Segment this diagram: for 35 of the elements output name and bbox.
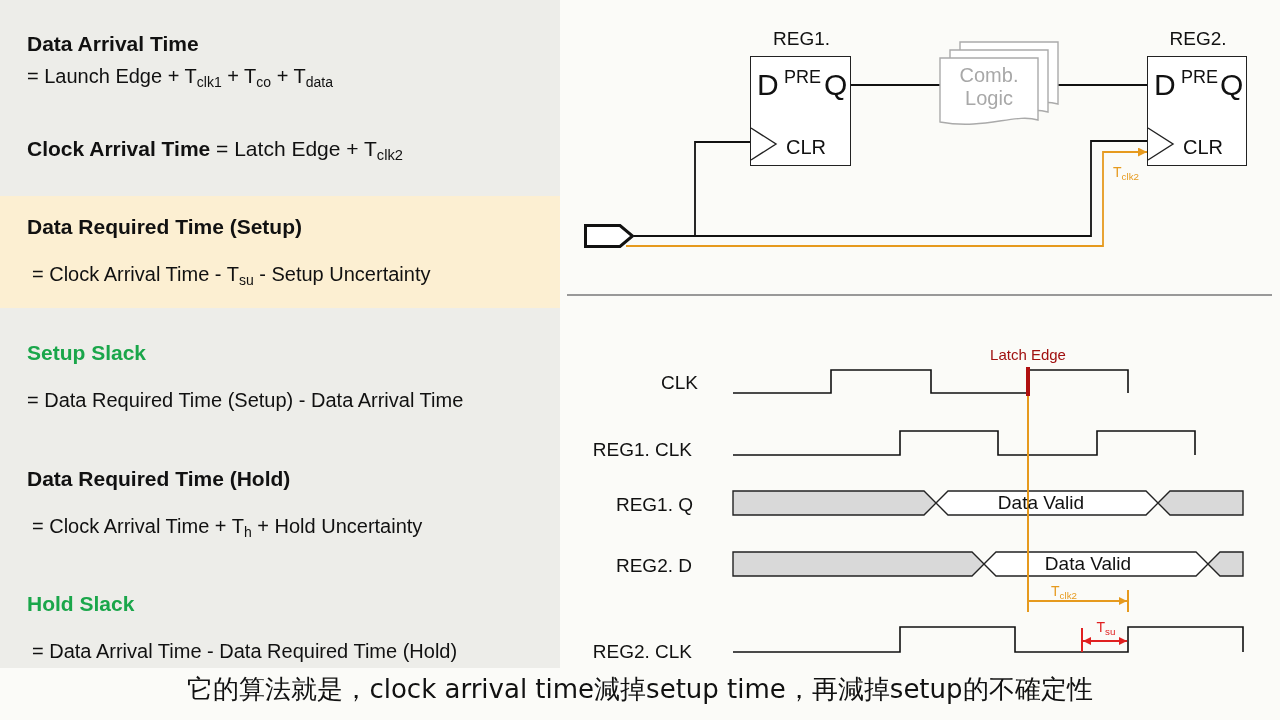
signal-label: CLK: [661, 372, 698, 394]
formula-heading: Data Required Time (Hold): [27, 466, 291, 492]
formula-heading: Data Arrival Time: [27, 31, 199, 57]
pin-label: PRE: [1181, 66, 1218, 88]
pin-label: D: [757, 67, 779, 103]
wire: [850, 84, 941, 86]
formula-heading: Data Required Time (Setup): [27, 214, 302, 240]
formula-text: Clock Arrival Time = Latch Edge + T$_{clk2}$: [27, 136, 403, 162]
formula-text: = Launch Edge + T$_{clk1}$ + T$_{co}$ + T$_{data}$: [27, 64, 334, 88]
arrow: [625, 147, 1148, 247]
signal-label: REG1. Q: [615, 494, 693, 516]
signal-label: REG2. D: [615, 555, 692, 577]
pin-label: PRE: [784, 66, 821, 88]
formula-text: = Data Required Time (Setup) - Data Arrival Time: [27, 388, 464, 412]
bus-state-label: Data Valid: [1044, 553, 1132, 575]
pin-label: D: [1154, 67, 1176, 103]
pin-label: CLR: [786, 135, 826, 159]
signal-label: REG2. CLK: [592, 641, 692, 663]
annotation-label: Latch Edge: [990, 346, 1066, 364]
formula-text: = Data Arrival Time - Data Required Time (Hold): [32, 639, 458, 663]
input-port-symbol: [584, 224, 634, 248]
logic-pages-shape: [940, 42, 1058, 126]
pin-label: Q: [1220, 67, 1244, 103]
formula-text: = Clock Arrival Time + T$_{h}$ + Hold Uncertainty: [32, 514, 423, 538]
register-name: REG2.: [1169, 28, 1227, 50]
subtitle-caption: 它的算法就是，clock arrival time減掉setup time，再減掉setup的不確定性: [187, 675, 1093, 705]
formula-text: = Clock Arrival Time - T$_{su}$ - Setup Uncertainty: [32, 262, 431, 286]
pin-label: CLR: [1183, 135, 1223, 159]
register-name: REG1.: [773, 28, 830, 50]
signal-label: REG1. CLK: [592, 439, 692, 461]
slack-heading: Setup Slack: [27, 340, 147, 366]
block-label: Comb. Logic: [958, 64, 1020, 110]
wire: [1057, 84, 1148, 86]
slack-heading: Hold Slack: [27, 591, 135, 617]
pin-label: Q: [824, 67, 848, 103]
